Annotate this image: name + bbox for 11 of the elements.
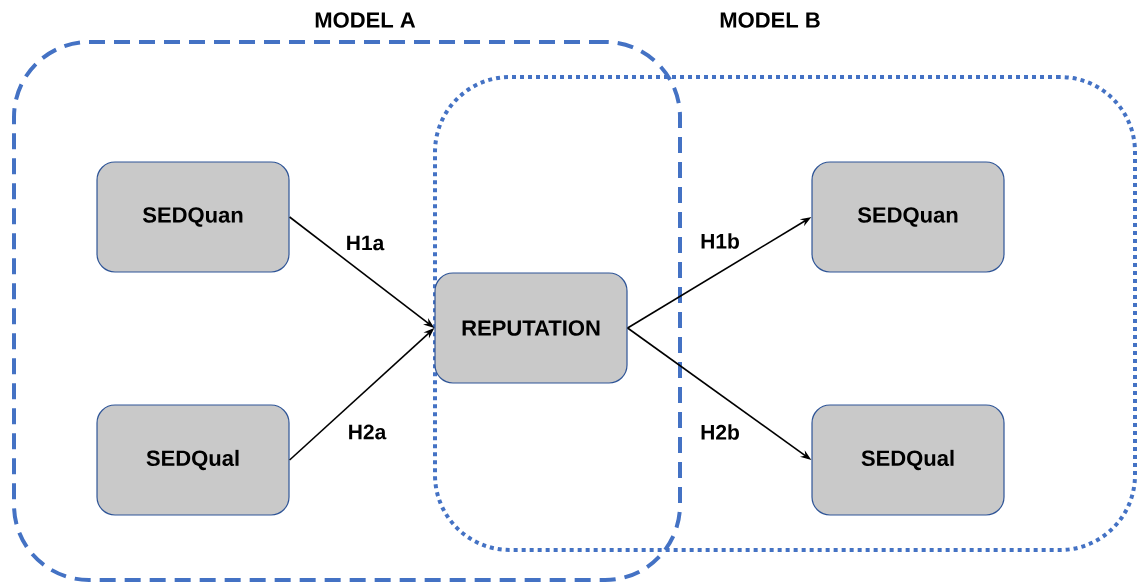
construct-box: SEDQuan (96, 161, 290, 273)
construct-box: REPUTATION (434, 272, 628, 384)
construct-box: SEDQuan (811, 161, 1005, 273)
node-label: MODEL A (315, 12, 416, 28)
edge-label: H2b (699, 423, 741, 441)
edge-label: H1a (344, 234, 386, 252)
construct-box: SEDQual (96, 404, 290, 516)
edge-label: H2a (346, 423, 388, 441)
edge-label: H1b (699, 232, 741, 250)
construct-box: SEDQual (811, 404, 1005, 516)
node-label: MODEL B (720, 12, 820, 28)
